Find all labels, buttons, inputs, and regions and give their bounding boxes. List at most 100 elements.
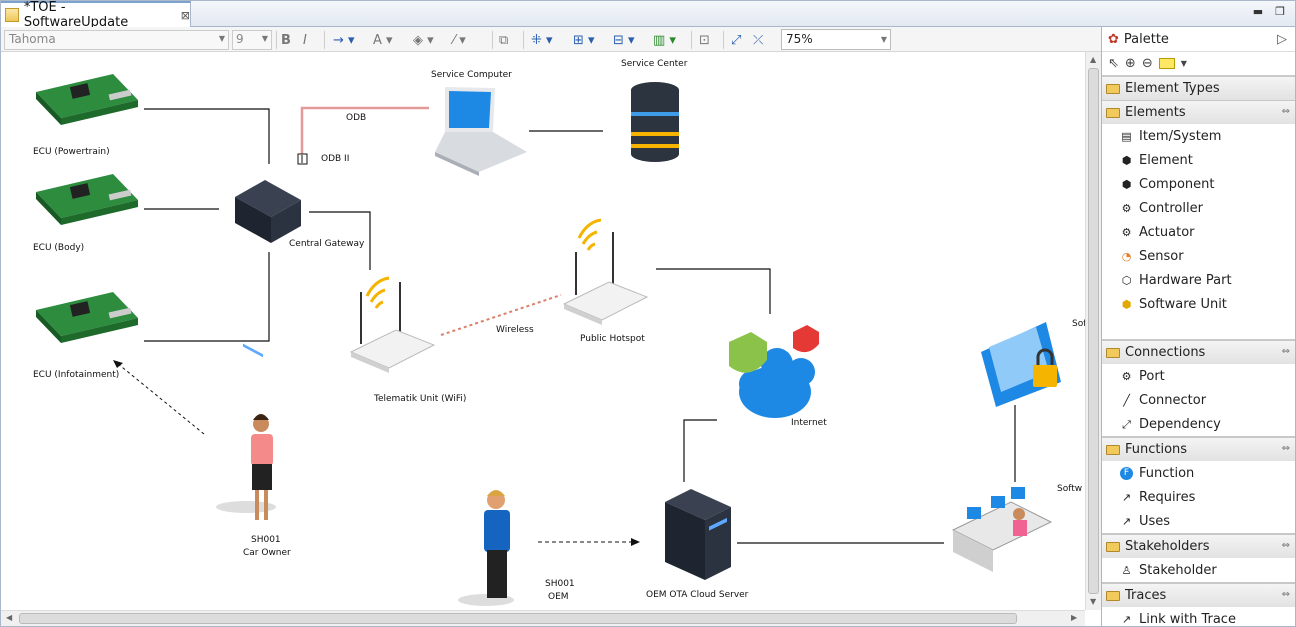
palette-item-requires[interactable]: ↗Requires — [1121, 489, 1196, 505]
telematik-unit-node[interactable] — [349, 276, 436, 373]
public-hotspot-node[interactable] — [562, 218, 649, 325]
zoom-out-icon[interactable]: ⊖ — [1141, 56, 1153, 71]
horizontal-scroll-thumb[interactable] — [19, 613, 1017, 624]
collapse-palette-icon[interactable]: ▷ — [1277, 31, 1287, 47]
route-icon[interactable]: ⤢ — [731, 32, 742, 48]
palette-item-dependency[interactable]: ⤢Dependency — [1102, 412, 1295, 436]
align-icon[interactable]: ▥ ▾ — [653, 32, 676, 48]
line-color-icon[interactable]: → ▾ — [333, 32, 355, 48]
connector-gateway-telematik[interactable] — [309, 211, 371, 270]
palette-item-port[interactable]: ⚙Port — [1121, 368, 1165, 384]
folder-icon — [1106, 347, 1120, 358]
car-owner-node[interactable] — [216, 414, 276, 520]
central-gateway-node[interactable] — [235, 180, 301, 358]
service-computer-node[interactable] — [435, 87, 527, 176]
drawer-pin-icon[interactable]: ⇔ — [1281, 106, 1290, 117]
palette-item-sensor[interactable]: ◔Sensor — [1121, 248, 1184, 264]
drawer-pin-icon[interactable]: ⇔ — [1281, 540, 1290, 551]
zoom-in-icon[interactable]: ⊕ — [1124, 56, 1136, 71]
zoom-select[interactable]: 75%▼ — [781, 29, 891, 50]
horizontal-scrollbar[interactable]: ◀ ▶ — [1, 610, 1085, 626]
label-service-center: Service Center — [621, 59, 688, 69]
palette-item-element[interactable]: ⬢Element — [1121, 152, 1193, 168]
chevron-down-icon[interactable]: ▼ — [1180, 59, 1187, 68]
internet-node[interactable] — [729, 325, 819, 418]
close-icon[interactable]: ⊠ — [180, 8, 190, 22]
drawer-element-types[interactable]: Element Types — [1102, 76, 1295, 100]
minimize-icon[interactable]: ▬ — [1252, 5, 1264, 18]
font-color-icon[interactable]: A ▾ — [373, 32, 393, 48]
software-workplace-node[interactable] — [951, 487, 1053, 572]
restore-icon[interactable]: ❐ — [1275, 5, 1285, 18]
line-style-icon[interactable]: ⁄ ▾ — [453, 32, 466, 48]
diagram-canvas[interactable]: ECU (Powertrain) ECU (Body) ECU (Infotai… — [1, 52, 1085, 610]
controller-icon: ⚙ — [1121, 201, 1132, 215]
arrange-icon[interactable]: ⊞ ▾ — [573, 32, 595, 48]
drawer-header-stakeholders[interactable]: Stakeholders⇔ — [1102, 534, 1295, 558]
drawer-stakeholders: Stakeholders⇔ ♙Stakeholder — [1102, 534, 1295, 583]
drawer-pin-icon[interactable]: ⇔ — [1281, 443, 1290, 454]
dependency-owner-infotainment[interactable] — [116, 362, 205, 435]
label-car-owner-id: SH001 — [251, 535, 281, 545]
item-system-icon: ▤ — [1121, 129, 1132, 143]
label-internet: Internet — [791, 418, 827, 428]
font-family-select[interactable]: Tahoma▼ — [4, 30, 229, 50]
palette-item-component[interactable]: ⬢Component — [1121, 176, 1215, 192]
drawer-header-functions[interactable]: Functions⇔ — [1102, 437, 1295, 461]
ecu-infotainment-node[interactable] — [36, 292, 138, 343]
palette-item-actuator[interactable]: ⚙Actuator — [1121, 224, 1195, 240]
font-size-select[interactable]: 9▼ — [232, 30, 272, 50]
note-tool-icon[interactable] — [1158, 58, 1175, 69]
bold-icon[interactable]: B — [281, 32, 291, 48]
drawer-header-elements[interactable]: Elements⇔ — [1102, 100, 1295, 124]
vertical-scroll-thumb[interactable] — [1088, 68, 1099, 594]
folder-icon — [1106, 444, 1120, 455]
italic-icon[interactable]: I — [303, 32, 307, 48]
snap-icon[interactable]: ⊡ — [699, 32, 710, 48]
ecu-powertrain-node[interactable] — [36, 74, 138, 125]
palette-item-item-system[interactable]: ▤Item/System — [1121, 128, 1222, 144]
palette-tools: ⇖ ⊕ ⊖ ▼ — [1102, 52, 1295, 76]
oem-server-node[interactable] — [665, 489, 731, 580]
drawer-pin-icon[interactable]: ⇔ — [1281, 346, 1290, 357]
palette-item-hardware-part[interactable]: ⬡Hardware Part — [1121, 272, 1232, 288]
toolbar: Tahoma▼ 9▼ B I → ▾ A ▾ ◈ ▾ ⁄ ▾ ⧉ ⁜ ▾ ⊞ ▾… — [1, 27, 1101, 52]
service-center-node[interactable] — [631, 82, 679, 162]
diagram-icon — [5, 8, 19, 22]
connector-server-internet[interactable] — [683, 419, 717, 482]
palette-item-connector[interactable]: ╱Connector — [1102, 388, 1295, 412]
remove-route-icon[interactable]: ⤫ — [753, 32, 764, 48]
palette-item-controller[interactable]: ⚙Controller — [1121, 200, 1203, 216]
connector-infotainment-gateway[interactable] — [144, 252, 270, 342]
connector-odb[interactable] — [300, 106, 429, 154]
scroll-down-icon[interactable]: ▼ — [1090, 597, 1097, 606]
copy-appearance-icon[interactable]: ⧉ — [499, 32, 509, 48]
drawer-header-connections[interactable]: Connections⇔ — [1102, 340, 1295, 364]
scroll-left-icon[interactable]: ◀ — [6, 613, 13, 622]
drawer-pin-icon[interactable]: ⇔ — [1281, 589, 1290, 600]
oem-person-node[interactable] — [458, 490, 514, 606]
fill-color-icon[interactable]: ◈ ▾ — [413, 32, 434, 48]
select-all-icon[interactable]: ⁜ ▾ — [531, 32, 553, 48]
label-central-gateway: Central Gateway — [289, 239, 365, 249]
editor-tab[interactable]: *TOE - SoftwareUpdate ⊠ — [1, 0, 191, 30]
scroll-right-icon[interactable]: ▶ — [1071, 613, 1078, 622]
vertical-scrollbar[interactable]: ▲ ▼ — [1085, 52, 1101, 610]
palette-item-link-with-trace[interactable]: ↗Link with Trace — [1121, 611, 1236, 627]
label-odb2: ODB II — [321, 154, 350, 164]
select-tool-icon[interactable]: ⇖ — [1108, 56, 1119, 71]
connector-hotspot-internet[interactable] — [656, 268, 771, 314]
ecu-body-node[interactable] — [36, 174, 138, 225]
palette-item-software-unit[interactable]: ⬢Software Unit — [1121, 296, 1227, 312]
software-folder-node[interactable] — [981, 322, 1061, 407]
software-unit-icon: ⬢ — [1121, 297, 1132, 311]
palette-item-stakeholder[interactable]: ♙Stakeholder — [1121, 562, 1217, 578]
drawer-header-traces[interactable]: Traces⇔ — [1102, 583, 1295, 607]
scroll-up-icon[interactable]: ▲ — [1090, 55, 1097, 64]
layout-icon[interactable]: ⊟ ▾ — [613, 32, 635, 48]
connector-powertrain-gateway[interactable] — [144, 108, 270, 164]
palette-item-uses[interactable]: ↗Uses — [1121, 513, 1171, 529]
